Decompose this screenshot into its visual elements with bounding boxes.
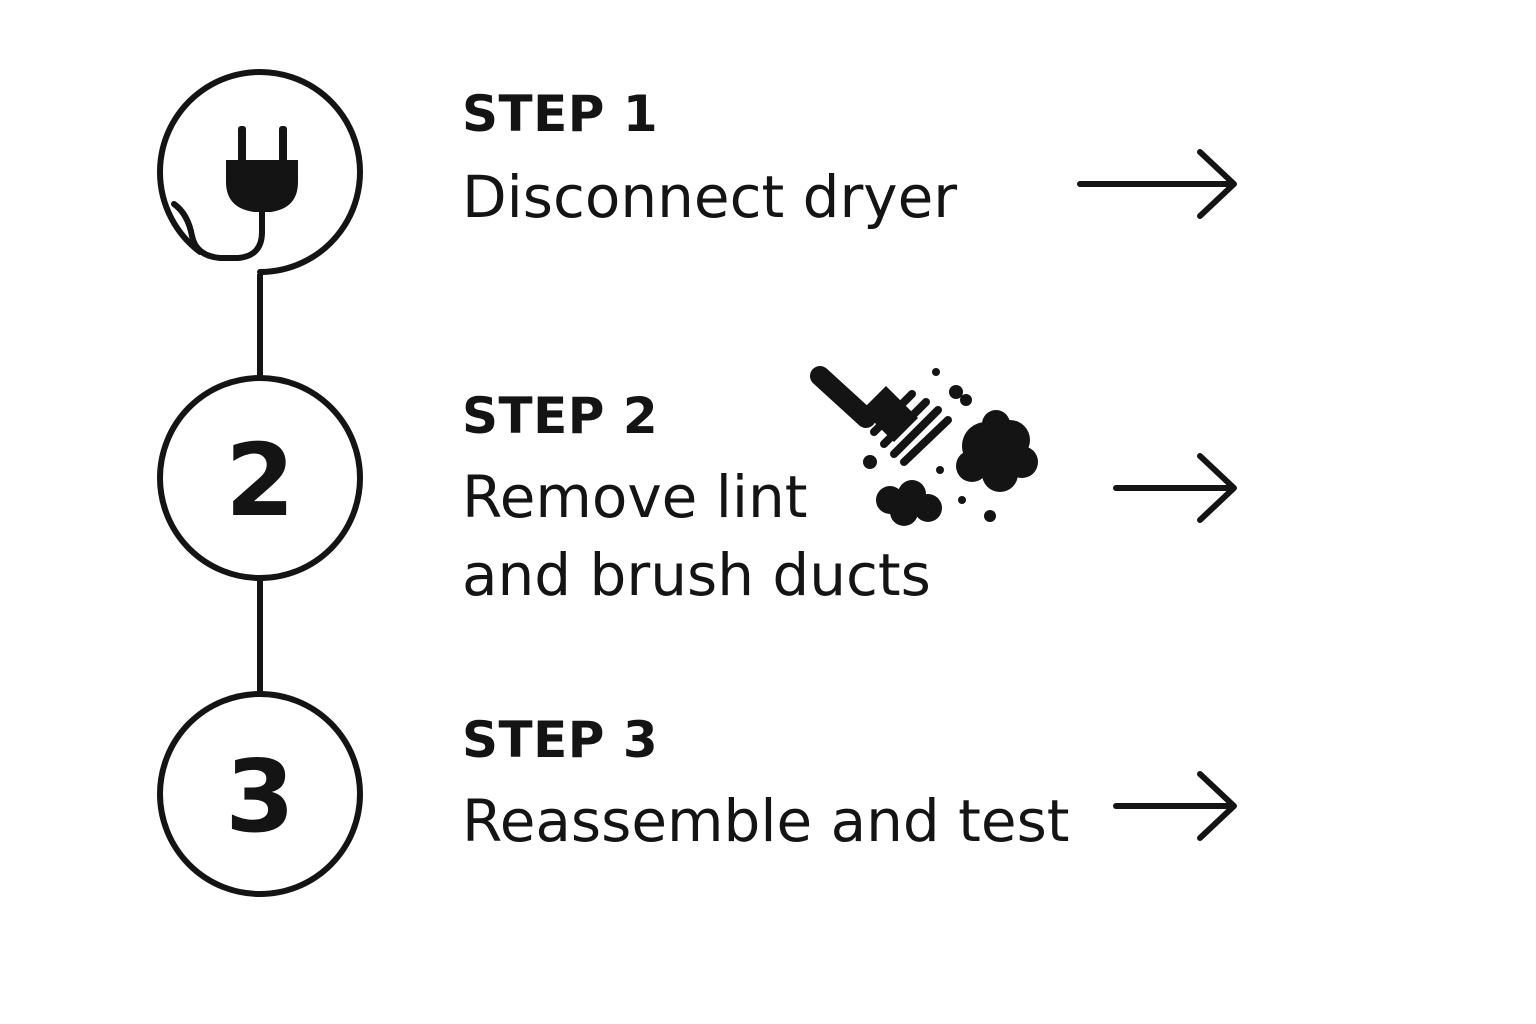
plug-icon [171,126,298,261]
step-1-title: STEP 1 [462,85,659,143]
step-2-number: 2 [225,422,295,539]
step-3-number: 3 [225,738,295,855]
step-2-arrow [1113,453,1237,523]
step-1-arrow [1077,149,1237,219]
step-2-description: Remove lint and brush ducts [462,458,931,614]
brush-dust-icon [810,366,1038,526]
step-3-arrow [1113,771,1237,841]
step-3-description-line: Reassemble and test [462,787,1070,855]
step-3-description: Reassemble and test [462,782,1070,860]
step-2-description-line-2: and brush ducts [462,541,931,609]
step-1-badge [157,69,363,275]
step-2-description-line-1: Remove lint [462,463,808,531]
step-1-description: Disconnect dryer [462,158,957,236]
step-3-title: STEP 3 [462,711,659,769]
step-1-description-line: Disconnect dryer [462,163,958,231]
step-3-badge: 3 [157,691,363,897]
step-2-badge: 2 [157,375,363,581]
step-2-title: STEP 2 [462,387,659,445]
